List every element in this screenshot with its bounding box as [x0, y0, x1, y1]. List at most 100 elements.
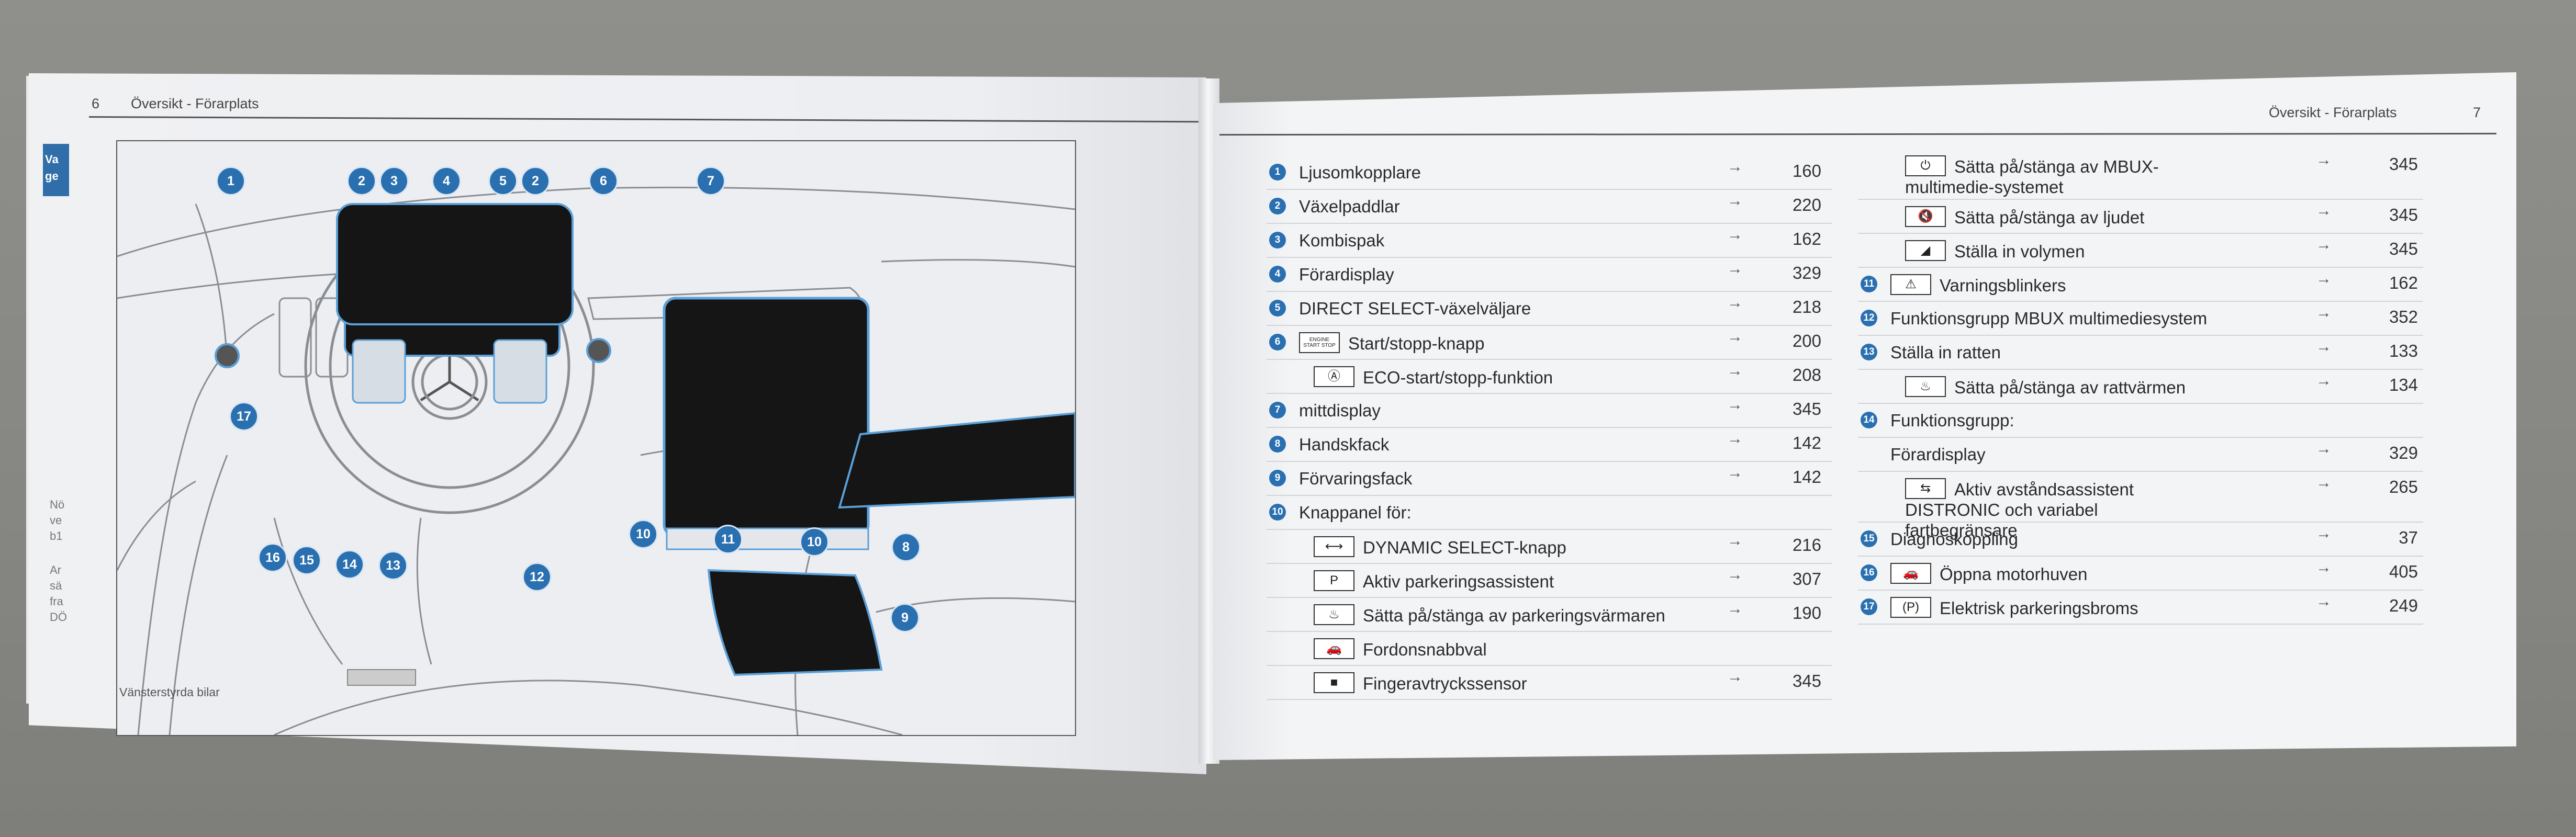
page-reference: 265: [2389, 477, 2418, 496]
legend-number-badge: 15: [1861, 530, 1877, 547]
legend-label-text: Sätta på/stänga av ljudet: [1954, 208, 2145, 227]
icon-glyph: 🚗: [1326, 641, 1342, 655]
legend-number-badge: 11: [1861, 276, 1877, 292]
legend-label: 🚗Öppna motorhuven: [1890, 563, 2088, 584]
legend-row: ■Fingeravtryckssensor→345: [1267, 666, 1832, 700]
legend-label-text: Sätta på/stänga av parkeringsvärmaren: [1363, 606, 1665, 625]
page-reference-arrow: →: [1727, 668, 1743, 685]
page-reference-arrow: →: [1727, 532, 1743, 549]
cockpit-illustration: [116, 140, 1076, 736]
legend-row: 🔇Sätta på/stänga av ljudet→345: [1858, 200, 2423, 234]
legend-label-text: Förvaringsfack: [1299, 469, 1413, 488]
edge-fragment: Nö: [50, 498, 65, 511]
legend-row: ♨Sätta på/stänga av rattvärmen→134: [1858, 370, 2423, 404]
page-reference-arrow: →: [1727, 226, 1743, 243]
legend-number-badge: 9: [1269, 470, 1286, 487]
legend-label-text: Förardisplay: [1299, 265, 1394, 284]
edge-fragment: ge: [45, 169, 59, 183]
callout-2b: 2: [521, 166, 550, 196]
page-reference: 307: [1792, 569, 1821, 589]
volume-icon: ◢: [1905, 240, 1946, 261]
legend-label: Förvaringsfack: [1299, 468, 1412, 489]
icon-glyph: ⚠: [1905, 277, 1917, 291]
page-reference-arrow: →: [2316, 236, 2332, 253]
page-number: 7: [2473, 105, 2481, 120]
page-reference: 220: [1792, 195, 1821, 214]
legend-number-badge: 13: [1861, 344, 1877, 360]
eco-start-stop-icon: Ⓐ: [1314, 366, 1354, 387]
page-reference-arrow: →: [1727, 464, 1743, 481]
legend-label: ⚠ Varningsblinkers: [1890, 274, 2066, 296]
page-reference: 200: [1792, 331, 1821, 350]
legend-label: Ljusomkopplare: [1299, 162, 1421, 183]
edge-fragment: fra: [50, 595, 63, 608]
page-reference: 37: [2399, 528, 2418, 547]
icon-glyph: ♨: [1328, 607, 1340, 621]
legend-column-right: ⏻Sätta på/stänga av MBUX-multimedie-syst…: [1858, 149, 2423, 625]
section-tab: [43, 144, 69, 196]
legend-label: Funktionsgrupp:: [1890, 410, 2014, 431]
legend-number-badge: 14: [1861, 412, 1877, 428]
page-reference: 133: [2389, 341, 2418, 360]
page-reference-arrow: →: [1727, 192, 1743, 209]
legend-label: Förardisplay: [1299, 264, 1394, 285]
legend-label: ⇆Aktiv avståndsassistent DISTRONIC och v…: [1905, 478, 2198, 540]
legend-row: Förardisplay→329: [1858, 438, 2423, 472]
legend-label: mittdisplay: [1299, 400, 1381, 421]
legend-label-text: Funktionsgrupp:: [1890, 411, 2014, 430]
legend-label: Funktionsgrupp MBUX multimediesystem: [1890, 308, 2207, 329]
parking-assist-icon: P: [1314, 570, 1354, 591]
page-reference-arrow: →: [1727, 158, 1743, 175]
bonnet-icon: 🚗: [1890, 563, 1931, 584]
legend-row: 🚗Fordonsnabbval: [1267, 632, 1832, 666]
legend-label-text: Knappanel för:: [1299, 503, 1412, 522]
parking-heater-icon: ♨: [1314, 604, 1354, 625]
legend-row: ⏻Sätta på/stänga av MBUX-multimedie-syst…: [1858, 149, 2423, 200]
page-reference-arrow: →: [2316, 338, 2332, 355]
legend-label: Knappanel för:: [1299, 502, 1412, 523]
legend-label: Diagnoskoppling: [1890, 529, 2018, 549]
callout-10: 10: [629, 519, 658, 549]
page-reference: 208: [1792, 365, 1821, 384]
legend-row: 8 Handskfack → 142: [1267, 428, 1832, 462]
icon-glyph: ◢: [1920, 243, 1931, 257]
legend-number-badge: 7: [1269, 402, 1286, 418]
steering-heat-icon: ♨: [1905, 376, 1946, 397]
legend-label: Handskfack: [1299, 434, 1389, 455]
legend-row: 17(P)Elektrisk parkeringsbroms→249: [1858, 591, 2423, 625]
page-reference-arrow: →: [1727, 430, 1743, 447]
legend-number-badge: 17: [1861, 598, 1877, 615]
page-number: 6: [92, 96, 100, 111]
legend-number-badge: 5: [1269, 300, 1286, 316]
legend-number-badge: 8: [1269, 436, 1286, 453]
edge-fragment: ve: [50, 514, 62, 527]
page-reference-arrow: →: [2316, 440, 2332, 457]
page-reference-arrow: →: [2316, 270, 2332, 287]
legend-label: DIRECT SELECT-växelväljare: [1299, 298, 1531, 319]
legend-row: ◢Ställa in volymen→345: [1858, 234, 2423, 268]
legend-label-text: Kombispak: [1299, 231, 1385, 250]
legend-label-text: Förardisplay: [1890, 445, 1986, 464]
edge-fragment: Ar: [50, 563, 61, 576]
legend-row: ♨Sätta på/stänga av parkeringsvärmaren→1…: [1267, 598, 1832, 632]
hazard-warning-icon: ⚠: [1890, 274, 1931, 295]
legend-number-badge: 12: [1861, 310, 1877, 326]
page-reference: 249: [2389, 596, 2418, 615]
page-reference: 142: [1792, 433, 1821, 453]
engine-start-stop-icon: ENGINE START STOP: [1299, 332, 1340, 353]
edge-fragment: Va: [45, 153, 59, 166]
legend-label-text: Funktionsgrupp MBUX multimediesystem: [1890, 309, 2208, 328]
legend-label-text: Varningsblinkers: [1940, 276, 2066, 295]
legend-label: (P)Elektrisk parkeringsbroms: [1890, 597, 2138, 618]
fingerprint-sensor-icon: ■: [1314, 672, 1354, 693]
vehicle-quick-icon: 🚗: [1314, 638, 1354, 659]
page-reference-arrow: →: [2316, 559, 2332, 576]
